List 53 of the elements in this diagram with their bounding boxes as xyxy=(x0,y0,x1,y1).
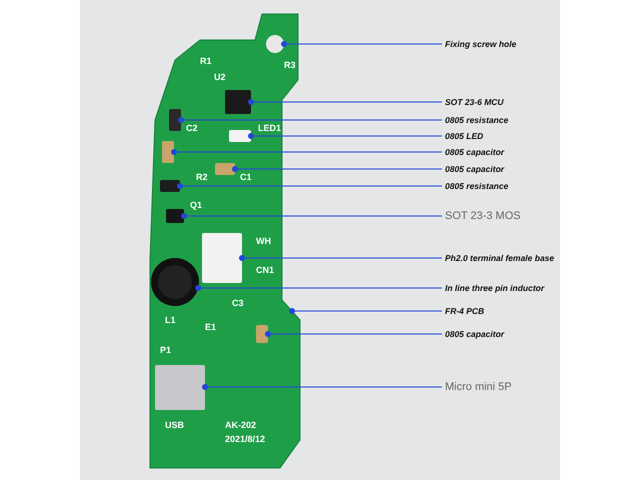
leader-line xyxy=(248,99,442,105)
leader-line xyxy=(178,117,442,123)
callout-label: 0805 resistance xyxy=(445,114,508,126)
callout-label: 0805 capacitor xyxy=(445,163,504,175)
silkscreen-label: WH xyxy=(256,236,271,246)
leader-line xyxy=(289,308,442,314)
capacitor xyxy=(162,141,174,163)
leader-line xyxy=(177,183,442,189)
resistor xyxy=(169,109,181,131)
usb-port xyxy=(155,364,205,410)
silkscreen-label: R2 xyxy=(196,172,208,182)
silkscreen-label: USB xyxy=(165,420,184,430)
silkscreen-label: 2021/8/12 xyxy=(225,434,266,444)
silkscreen-label: AK-202 xyxy=(225,420,256,430)
transistor xyxy=(166,209,184,223)
silkscreen-label: E1 xyxy=(205,322,216,332)
leader-line xyxy=(181,213,442,219)
silkscreen-label: Q1 xyxy=(190,200,202,210)
silkscreen-label: P1 xyxy=(160,345,172,355)
leader-line xyxy=(195,285,442,291)
capacitor xyxy=(256,325,268,343)
callout-label: 0805 capacitor xyxy=(445,328,504,340)
led xyxy=(229,130,251,142)
resistor xyxy=(160,180,180,192)
silkscreen-label: C3 xyxy=(232,298,244,308)
leader-line xyxy=(248,133,442,139)
callout-label: SOT 23-6 MCU xyxy=(445,96,504,108)
callout-label: 0805 capacitor xyxy=(445,146,504,158)
callout-label: Fixing screw hole xyxy=(445,38,516,50)
silkscreen-label: R1 xyxy=(200,56,212,66)
leader-line xyxy=(232,166,442,172)
callout-label: 0805 LED xyxy=(445,130,484,142)
chip xyxy=(225,90,251,114)
callout-label: FR-4 PCB xyxy=(445,305,484,317)
silkscreen-label: CN1 xyxy=(256,265,274,275)
silkscreen-label: U2 xyxy=(214,72,226,82)
leader-line xyxy=(171,149,442,155)
terminal-connector xyxy=(202,233,242,283)
callout-label: Ph2.0 terminal female base xyxy=(445,252,554,264)
silkscreen-label: C2 xyxy=(186,123,198,133)
capacitor xyxy=(215,163,235,175)
silkscreen-label: C1 xyxy=(240,172,252,182)
callout-label: SOT 23-3 MOS xyxy=(445,209,521,223)
leader-line xyxy=(202,384,442,390)
silkscreen-label: LED1 xyxy=(258,123,282,133)
callout-label: 0805 resistance xyxy=(445,180,508,192)
leader-line xyxy=(281,41,442,47)
silkscreen-label: L1 xyxy=(165,315,176,325)
callout-label: Micro mini 5P xyxy=(445,380,512,394)
callout-label: In line three pin inductor xyxy=(445,282,544,294)
silkscreen-label: R3 xyxy=(284,60,296,70)
leader-line xyxy=(239,255,442,261)
leader-line xyxy=(265,331,442,337)
